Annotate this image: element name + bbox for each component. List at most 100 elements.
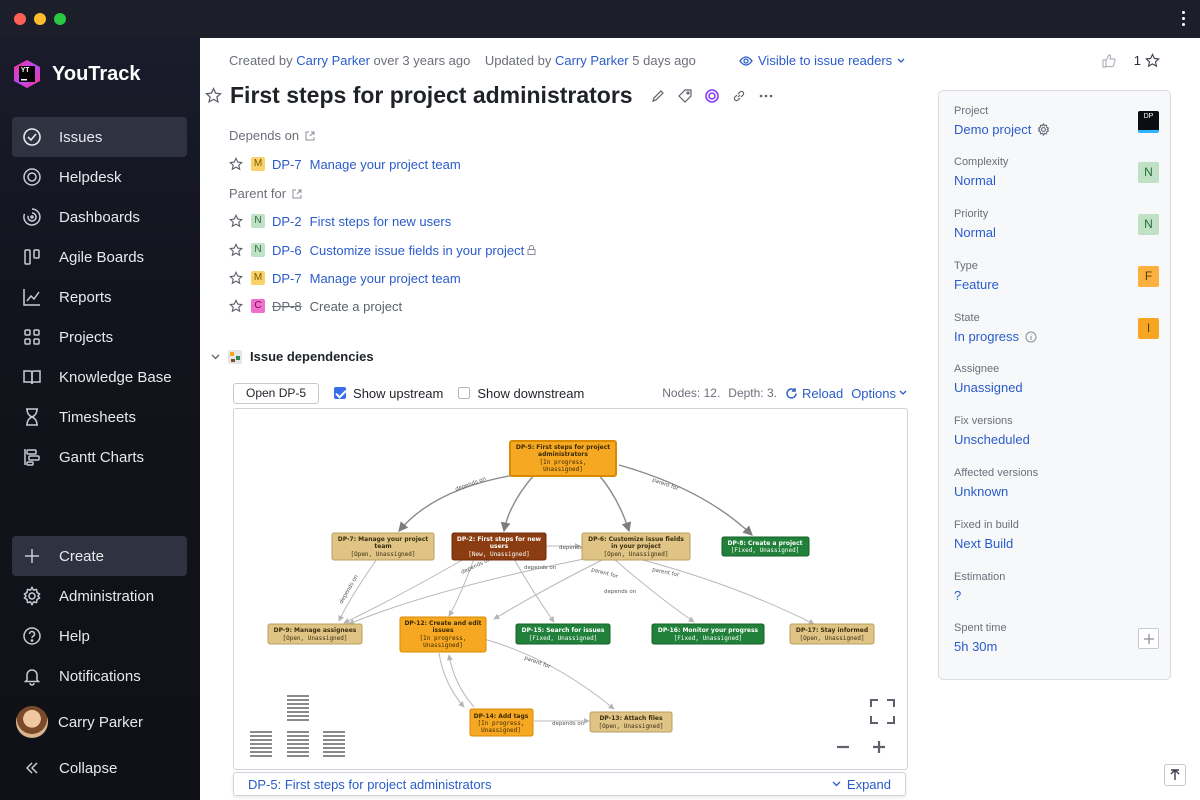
nav-item-timesheets[interactable]: Timesheets bbox=[12, 397, 187, 437]
more-vertical-icon[interactable] bbox=[1182, 11, 1186, 27]
issue-summary[interactable]: Create a project bbox=[309, 298, 403, 314]
checkbox-checked[interactable] bbox=[334, 387, 347, 399]
issue-summary[interactable]: Manage your project team bbox=[309, 156, 461, 172]
field-fix-versions[interactable]: Fix versions Unscheduled bbox=[954, 415, 1159, 447]
nav-item-help[interactable]: Help bbox=[12, 616, 187, 656]
dependencies-header[interactable]: Issue dependencies bbox=[211, 349, 374, 364]
field-assignee[interactable]: Assignee Unassigned bbox=[954, 363, 1159, 395]
star-icon[interactable] bbox=[229, 271, 243, 285]
graph-node-dp-5[interactable]: DP-5: First steps for project administra… bbox=[509, 440, 617, 477]
show-downstream-checkbox[interactable]: Show downstream bbox=[458, 386, 584, 401]
zoom-in-icon[interactable] bbox=[873, 741, 885, 753]
field-value[interactable]: Unscheduled bbox=[954, 432, 1030, 447]
checkbox-unchecked[interactable] bbox=[458, 387, 471, 399]
issue-id[interactable]: DP-2 bbox=[272, 213, 302, 229]
pencil-icon[interactable] bbox=[651, 89, 665, 103]
graph-footer[interactable]: DP-5: First steps for project administra… bbox=[233, 772, 906, 796]
graph-minimap[interactable] bbox=[250, 695, 345, 757]
graph-node-dp-16[interactable]: DP-16: Monitor your progress [Fixed, Una… bbox=[651, 623, 765, 645]
star-icon[interactable] bbox=[229, 299, 243, 313]
tag-icon[interactable] bbox=[677, 88, 692, 103]
issue-id[interactable]: DP-7 bbox=[272, 156, 302, 172]
field-value[interactable]: In progress bbox=[954, 329, 1020, 344]
star-icon[interactable] bbox=[229, 243, 243, 257]
field-project[interactable]: Project Demo project DP bbox=[954, 105, 1159, 137]
graph-node-dp-15[interactable]: DP-15: Search for issues [Fixed, Unassig… bbox=[515, 623, 611, 645]
field-state[interactable]: State In progress I bbox=[954, 312, 1159, 344]
updater-link[interactable]: Carry Parker bbox=[554, 53, 629, 68]
options-dropdown[interactable]: Options bbox=[851, 386, 907, 401]
graph-node-dp-12[interactable]: DP-12: Create and edit issues [In progre… bbox=[399, 616, 487, 653]
field-value[interactable]: Unknown bbox=[954, 484, 1009, 499]
star-icon[interactable] bbox=[205, 87, 222, 104]
field-fixed-in-build[interactable]: Fixed in build Next Build bbox=[954, 519, 1159, 551]
more-horizontal-icon[interactable] bbox=[759, 94, 773, 98]
field-value[interactable]: Demo project bbox=[954, 122, 1032, 137]
minimize-window-button[interactable] bbox=[34, 13, 46, 25]
nav-item-gantt-charts[interactable]: Gantt Charts bbox=[12, 437, 187, 477]
list-item[interactable]: N DP-6 Customize issue fields in your pr… bbox=[229, 240, 536, 260]
dependency-graph[interactable]: depends on parent for depends on depends… bbox=[233, 408, 908, 770]
creator-link[interactable]: Carry Parker bbox=[296, 53, 370, 68]
graph-node-dp-8[interactable]: DP-8: Create a project [Fixed, Unassigne… bbox=[721, 536, 810, 557]
graph-node-dp-6[interactable]: DP-6: Customize issue fields in your pro… bbox=[581, 532, 691, 561]
field-value[interactable]: Normal bbox=[954, 173, 996, 188]
field-affected-versions[interactable]: Affected versions Unknown bbox=[954, 467, 1159, 499]
star-icon[interactable] bbox=[1145, 53, 1160, 68]
ai-assistant-icon[interactable] bbox=[704, 88, 719, 103]
graph-node-dp-13[interactable]: DP-13: Attach files [Open, Unassigned] bbox=[589, 711, 673, 733]
visibility-dropdown[interactable]: Visible to issue readers bbox=[739, 53, 905, 68]
gear-icon[interactable] bbox=[1037, 123, 1050, 136]
field-value[interactable]: ? bbox=[954, 588, 962, 603]
nav-item-notifications[interactable]: Notifications bbox=[12, 656, 187, 696]
issue-id[interactable]: DP-7 bbox=[272, 270, 302, 286]
nav-item-projects[interactable]: Projects bbox=[12, 317, 187, 357]
star-icon[interactable] bbox=[229, 157, 243, 171]
expand-button[interactable]: Expand bbox=[832, 777, 891, 792]
selected-node-title[interactable]: DP-5: First steps for project administra… bbox=[248, 776, 492, 792]
user-profile[interactable]: Carry Parker bbox=[12, 696, 187, 748]
field-value[interactable]: Feature bbox=[954, 277, 999, 292]
issue-id[interactable]: DP-8 bbox=[272, 298, 302, 314]
nav-item-issues[interactable]: Issues bbox=[12, 117, 187, 157]
list-item[interactable]: M DP-7 Manage your project team bbox=[229, 154, 461, 174]
list-item[interactable]: C DP-8 Create a project bbox=[229, 296, 402, 316]
issue-summary[interactable]: Customize issue fields in your project bbox=[309, 242, 525, 258]
external-link-icon[interactable] bbox=[292, 189, 302, 199]
list-item[interactable]: M DP-7 Manage your project team bbox=[229, 268, 461, 288]
fullscreen-icon[interactable] bbox=[870, 699, 895, 724]
graph-node-dp-7[interactable]: DP-7: Manage your project team [Open, Un… bbox=[331, 532, 435, 561]
graph-node-dp-14[interactable]: DP-14: Add tags [In progress, Unassigned… bbox=[469, 708, 534, 737]
reload-button[interactable]: Reload bbox=[785, 386, 843, 401]
close-window-button[interactable] bbox=[14, 13, 26, 25]
issue-summary[interactable]: Manage your project team bbox=[309, 270, 461, 286]
scroll-to-top-button[interactable] bbox=[1164, 764, 1186, 786]
create-button[interactable]: Create bbox=[12, 536, 187, 576]
field-value[interactable]: 5h 30m bbox=[954, 639, 998, 654]
list-item[interactable]: N DP-2 First steps for new users bbox=[229, 211, 451, 231]
graph-node-dp-17[interactable]: DP-17: Stay informed [Open, Unassigned] bbox=[789, 623, 875, 645]
star-icon[interactable] bbox=[229, 214, 243, 228]
open-issue-button[interactable]: Open DP-5 bbox=[233, 382, 320, 404]
app-logo[interactable]: YT YouTrack bbox=[12, 58, 141, 90]
field-spent-time[interactable]: Spent time 5h 30m bbox=[954, 622, 1159, 654]
nav-item-helpdesk[interactable]: Helpdesk bbox=[12, 157, 187, 197]
field-value[interactable]: Normal bbox=[954, 225, 996, 240]
external-link-icon[interactable] bbox=[305, 131, 315, 141]
graph-node-dp-2[interactable]: DP-2: First steps for new users [New, Un… bbox=[451, 532, 547, 561]
nav-item-administration[interactable]: Administration bbox=[12, 576, 187, 616]
field-complexity[interactable]: Complexity Normal N bbox=[954, 156, 1159, 188]
collapse-button[interactable]: Collapse bbox=[12, 748, 187, 788]
graph-node-dp-9[interactable]: DP-9: Manage assignees [Open, Unassigned… bbox=[267, 623, 363, 645]
add-spent-time-button[interactable] bbox=[1138, 628, 1159, 649]
field-value[interactable]: Unassigned bbox=[954, 380, 1023, 395]
nav-item-knowledge-base[interactable]: Knowledge Base bbox=[12, 357, 187, 397]
show-upstream-checkbox[interactable]: Show upstream bbox=[334, 386, 443, 401]
issue-id[interactable]: DP-6 bbox=[272, 242, 302, 258]
link-icon[interactable] bbox=[732, 89, 746, 103]
issue-summary[interactable]: First steps for new users bbox=[309, 213, 452, 229]
chevron-down-icon[interactable] bbox=[211, 354, 220, 360]
nav-item-dashboards[interactable]: Dashboards bbox=[12, 197, 187, 237]
field-value[interactable]: Next Build bbox=[954, 536, 1014, 551]
maximize-window-button[interactable] bbox=[54, 13, 66, 25]
